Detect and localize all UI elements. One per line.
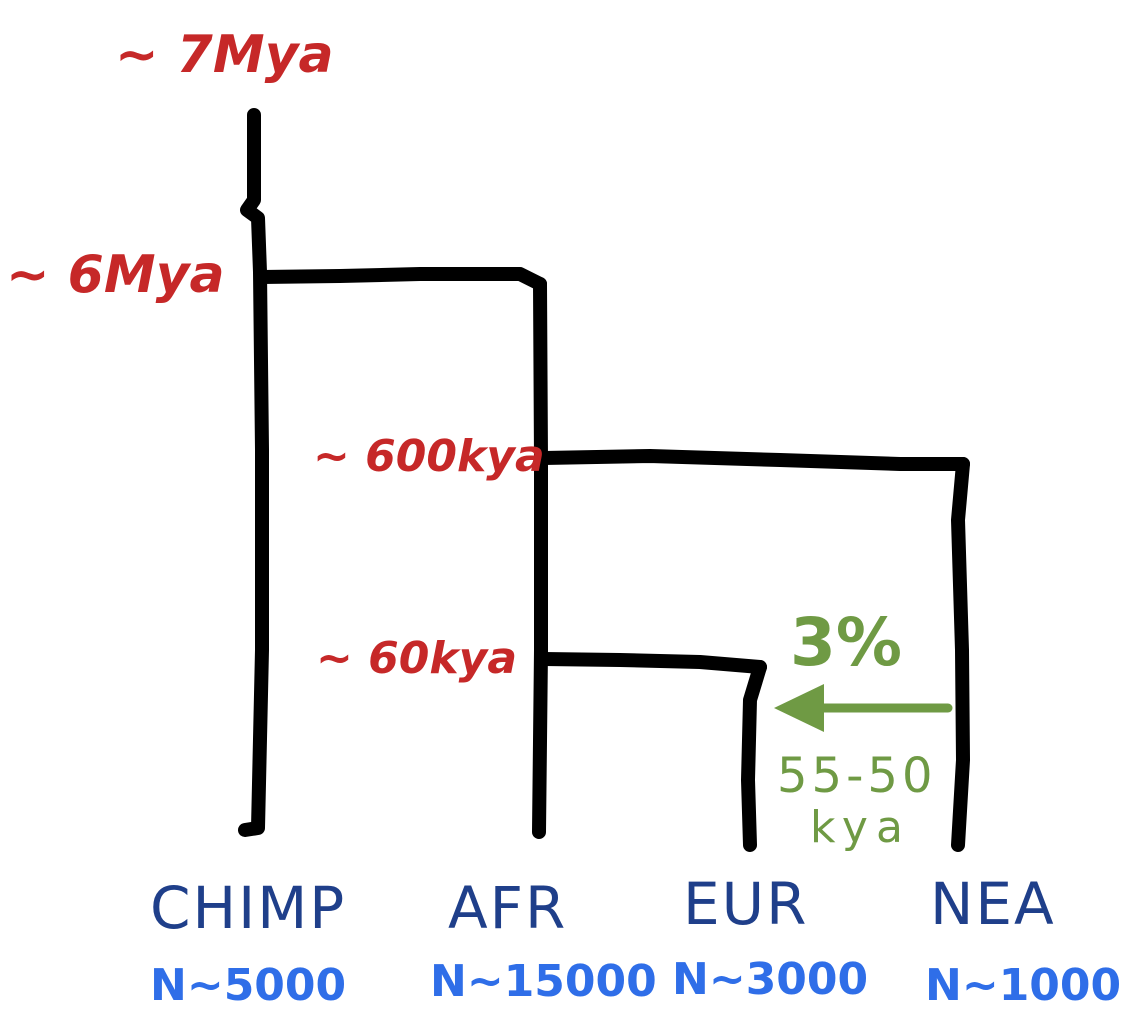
- population-names: CHIMP AFR EUR NEA: [150, 870, 1056, 942]
- chimp-split-time-label: ~ 6Mya: [6, 245, 225, 305]
- afr-branch: [532, 277, 548, 839]
- nea-split-time-label: ~ 600kya: [313, 431, 545, 482]
- eur-branch: [741, 660, 767, 852]
- population-name-chimp: CHIMP: [150, 874, 346, 942]
- divergence-times: ~ 7Mya ~ 6Mya ~ 600kya ~ 60kya: [6, 25, 545, 684]
- admixture-time-unit: kya: [810, 802, 911, 853]
- population-name-afr: AFR: [448, 874, 567, 942]
- population-name-nea: NEA: [930, 870, 1056, 938]
- population-size-eur: N~3000: [672, 954, 868, 1005]
- root-time-label: ~ 7Mya: [115, 25, 334, 85]
- population-size-nea: N~1000: [925, 960, 1121, 1011]
- eur-split-time-label: ~ 60kya: [316, 633, 517, 684]
- root-stem: [240, 108, 267, 279]
- tree: [238, 108, 970, 852]
- admixture-time: 55-50: [777, 748, 936, 804]
- human-nea-split: [537, 449, 970, 471]
- afr-eur-split: [537, 652, 767, 674]
- chimp-human-split: [255, 267, 547, 291]
- arrow-left-icon: [774, 684, 953, 732]
- population-name-eur: EUR: [683, 870, 808, 938]
- population-size-chimp: N~5000: [150, 960, 346, 1011]
- population-sizes: N~5000 N~15000 N~3000 N~1000: [150, 954, 1121, 1011]
- population-size-afr: N~15000: [430, 956, 657, 1007]
- nea-branch: [951, 457, 970, 852]
- admixture-percent: 3%: [790, 604, 902, 681]
- admixture-event: 3% 55-50 kya: [774, 604, 953, 853]
- chimp-branch: [238, 265, 269, 837]
